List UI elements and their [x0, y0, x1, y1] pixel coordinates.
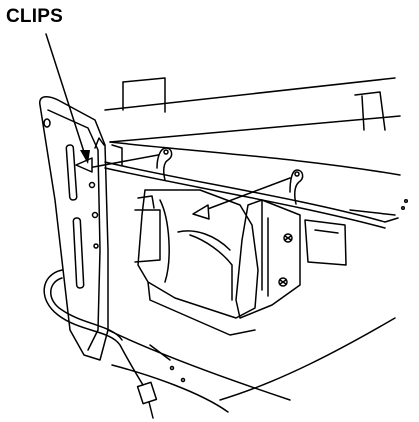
clip-left: [156, 147, 173, 181]
lower-panel-lines: [107, 317, 396, 413]
wire-connector: [136, 381, 158, 405]
clip-right: [289, 169, 304, 205]
rail-slot-2: [72, 217, 85, 289]
pointer-triangle-right: [192, 204, 210, 220]
leader-line-clips: [45, 33, 85, 153]
pointer-triangle-left: [75, 157, 93, 173]
seat-back-pocket: [134, 189, 259, 336]
rail-slot-1: [65, 144, 78, 201]
leader-line-left-clip: [87, 154, 159, 169]
clips-callout-label: CLIPS: [6, 6, 63, 27]
left-frame-rail: [39, 95, 109, 361]
upper-frame-lines: [104, 77, 401, 176]
routing-strap: [104, 161, 409, 229]
arrow-pointer-icon: [45, 33, 291, 220]
leader-line-right-clip: [204, 177, 291, 211]
right-clip-bracket: [235, 199, 301, 319]
clips-arrowhead-icon: [80, 150, 90, 164]
right-trim: [304, 209, 396, 266]
